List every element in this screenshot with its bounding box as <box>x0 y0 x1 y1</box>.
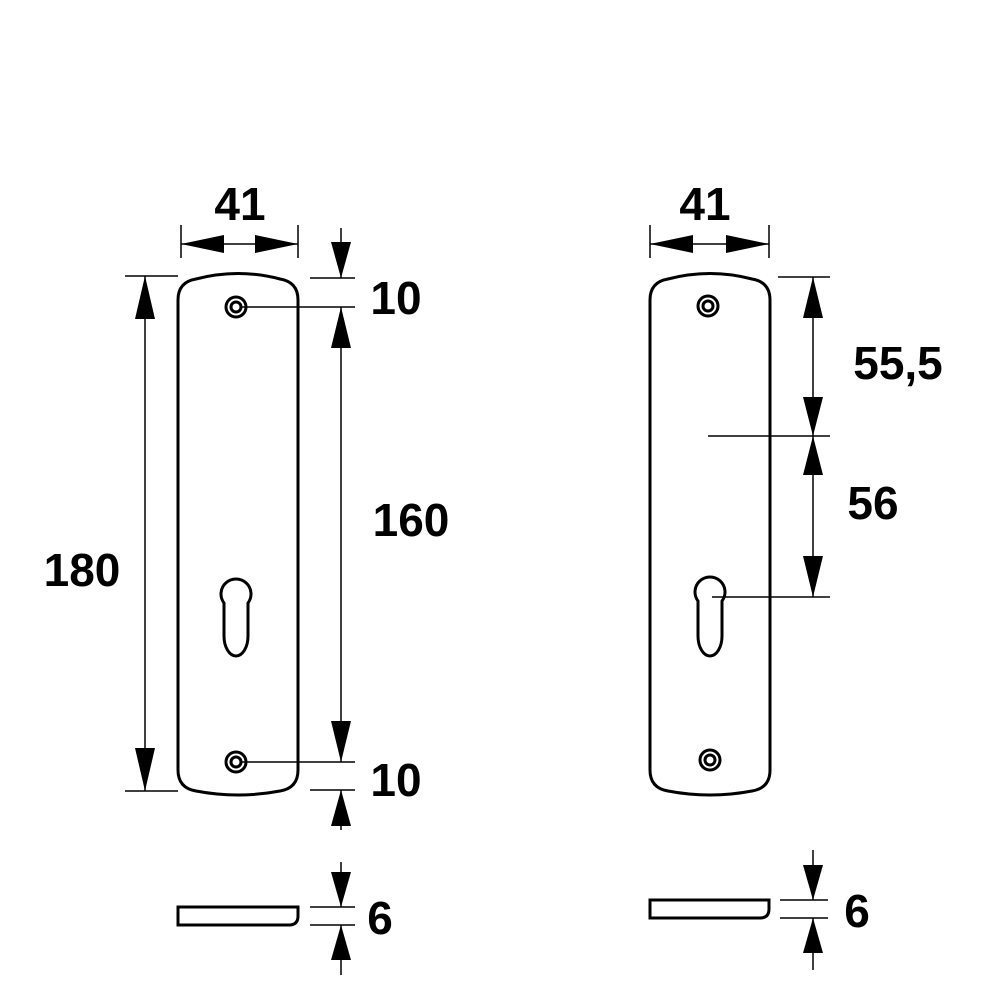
left-thickness-dimension <box>310 862 355 975</box>
right-width-label: 41 <box>679 178 730 230</box>
left-bottom-offset-label: 10 <box>370 754 421 806</box>
right-width-dimension <box>649 225 770 258</box>
right-top-to-handle-label: 55,5 <box>853 337 943 389</box>
left-hole-distance-label: 160 <box>373 494 450 546</box>
right-keyhole <box>693 575 727 658</box>
left-hole-dimension <box>240 228 355 830</box>
left-plate-outline <box>176 272 300 797</box>
right-thickness-dimension <box>780 850 828 970</box>
left-plate <box>176 272 300 797</box>
left-width-label: 41 <box>214 178 265 230</box>
right-side-profile <box>648 898 771 920</box>
left-side-profile <box>176 905 300 927</box>
left-top-offset-label: 10 <box>370 272 421 324</box>
left-width-dimension <box>180 225 299 258</box>
left-thickness-label: 6 <box>367 892 393 944</box>
left-height-label: 180 <box>44 544 121 596</box>
right-top-screw-hole <box>696 294 720 318</box>
right-plate <box>648 272 772 797</box>
left-keyhole <box>219 577 253 658</box>
right-handle-to-key-label: 56 <box>847 477 898 529</box>
left-height-dimension <box>125 275 178 792</box>
right-plate-outline <box>648 272 772 797</box>
right-handle-dimension <box>708 276 830 598</box>
right-bottom-screw-hole <box>698 748 722 772</box>
right-thickness-label: 6 <box>844 885 870 937</box>
